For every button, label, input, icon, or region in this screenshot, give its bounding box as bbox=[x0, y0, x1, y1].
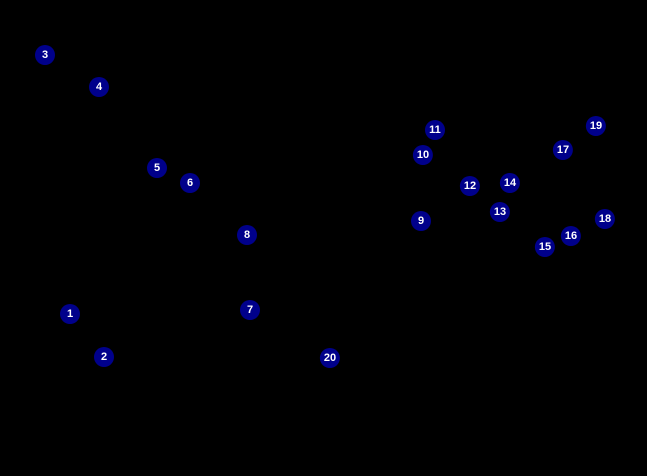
marker-1[interactable]: 1 bbox=[60, 304, 80, 324]
marker-9[interactable]: 9 bbox=[411, 211, 431, 231]
marker-12[interactable]: 12 bbox=[459, 176, 481, 196]
marker-2[interactable]: 2 bbox=[94, 347, 114, 367]
marker-11[interactable]: 11 bbox=[425, 120, 445, 140]
marker-10[interactable]: 10 bbox=[412, 145, 434, 165]
marker-7[interactable]: 7 bbox=[240, 300, 260, 320]
marker-3[interactable]: 3 bbox=[35, 45, 55, 65]
marker-4[interactable]: 4 bbox=[89, 77, 109, 97]
marker-17[interactable]: 17 bbox=[552, 140, 574, 160]
marker-20[interactable]: 20 bbox=[319, 348, 341, 368]
marker-8[interactable]: 8 bbox=[237, 225, 257, 245]
marker-19[interactable]: 19 bbox=[585, 116, 607, 136]
marker-14[interactable]: 14 bbox=[499, 173, 521, 193]
marker-18[interactable]: 18 bbox=[594, 209, 616, 229]
marker-5[interactable]: 5 bbox=[147, 158, 167, 178]
marker-15[interactable]: 15 bbox=[534, 237, 556, 257]
marker-13[interactable]: 13 bbox=[489, 202, 511, 222]
marker-6[interactable]: 6 bbox=[180, 173, 200, 193]
marker-16[interactable]: 16 bbox=[560, 226, 582, 246]
